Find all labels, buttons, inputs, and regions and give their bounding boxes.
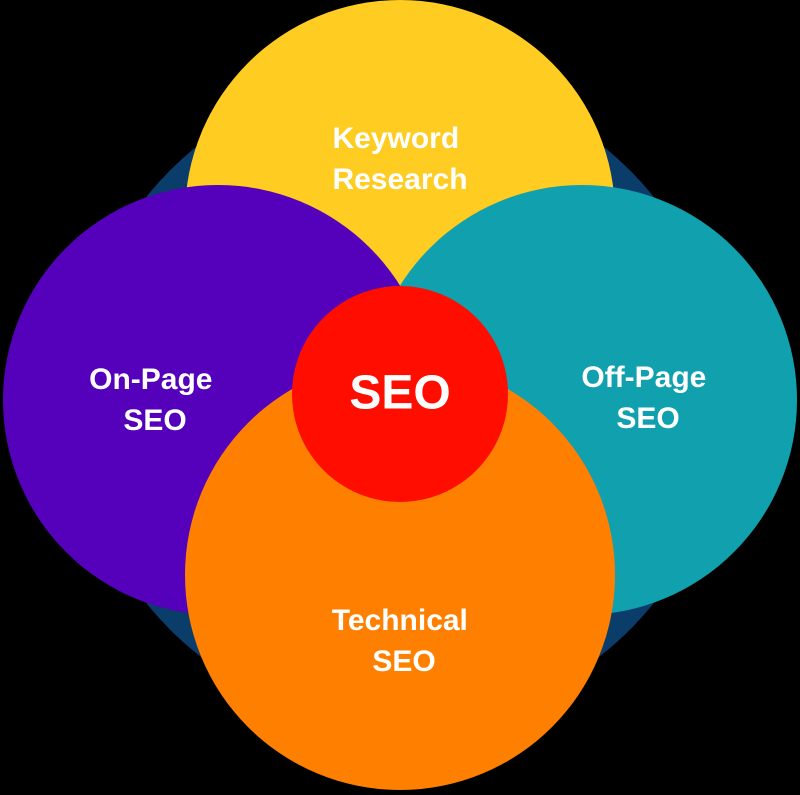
- lobe-label-off-page-seo-line2: SEO: [616, 402, 679, 435]
- lobe-label-on-page-seo: On-Page SEO: [89, 363, 221, 437]
- lobe-label-off-page-seo: Off-Page SEO: [581, 361, 714, 435]
- lobe-label-keyword-research: Keyword Research: [332, 122, 467, 196]
- lobe-label-off-page-seo-line1: Off-Page: [581, 361, 706, 394]
- lobe-circle-technical-seo[interactable]: [185, 360, 615, 790]
- lobe-label-technical-seo-line1: Technical: [332, 604, 468, 637]
- lobe-label-technical-seo: Technical SEO: [332, 604, 477, 678]
- lobe-label-technical-seo-line2: SEO: [372, 645, 435, 678]
- lobe-label-on-page-seo-line2: SEO: [123, 404, 186, 437]
- lobe-label-keyword-research-line2: Research: [332, 163, 467, 196]
- lobe-label-on-page-seo-line1: On-Page: [89, 363, 212, 396]
- lobe-label-keyword-research-line1: Keyword: [332, 122, 459, 155]
- center-circle-seo[interactable]: [292, 286, 508, 502]
- center-label-seo: SEO: [349, 367, 450, 420]
